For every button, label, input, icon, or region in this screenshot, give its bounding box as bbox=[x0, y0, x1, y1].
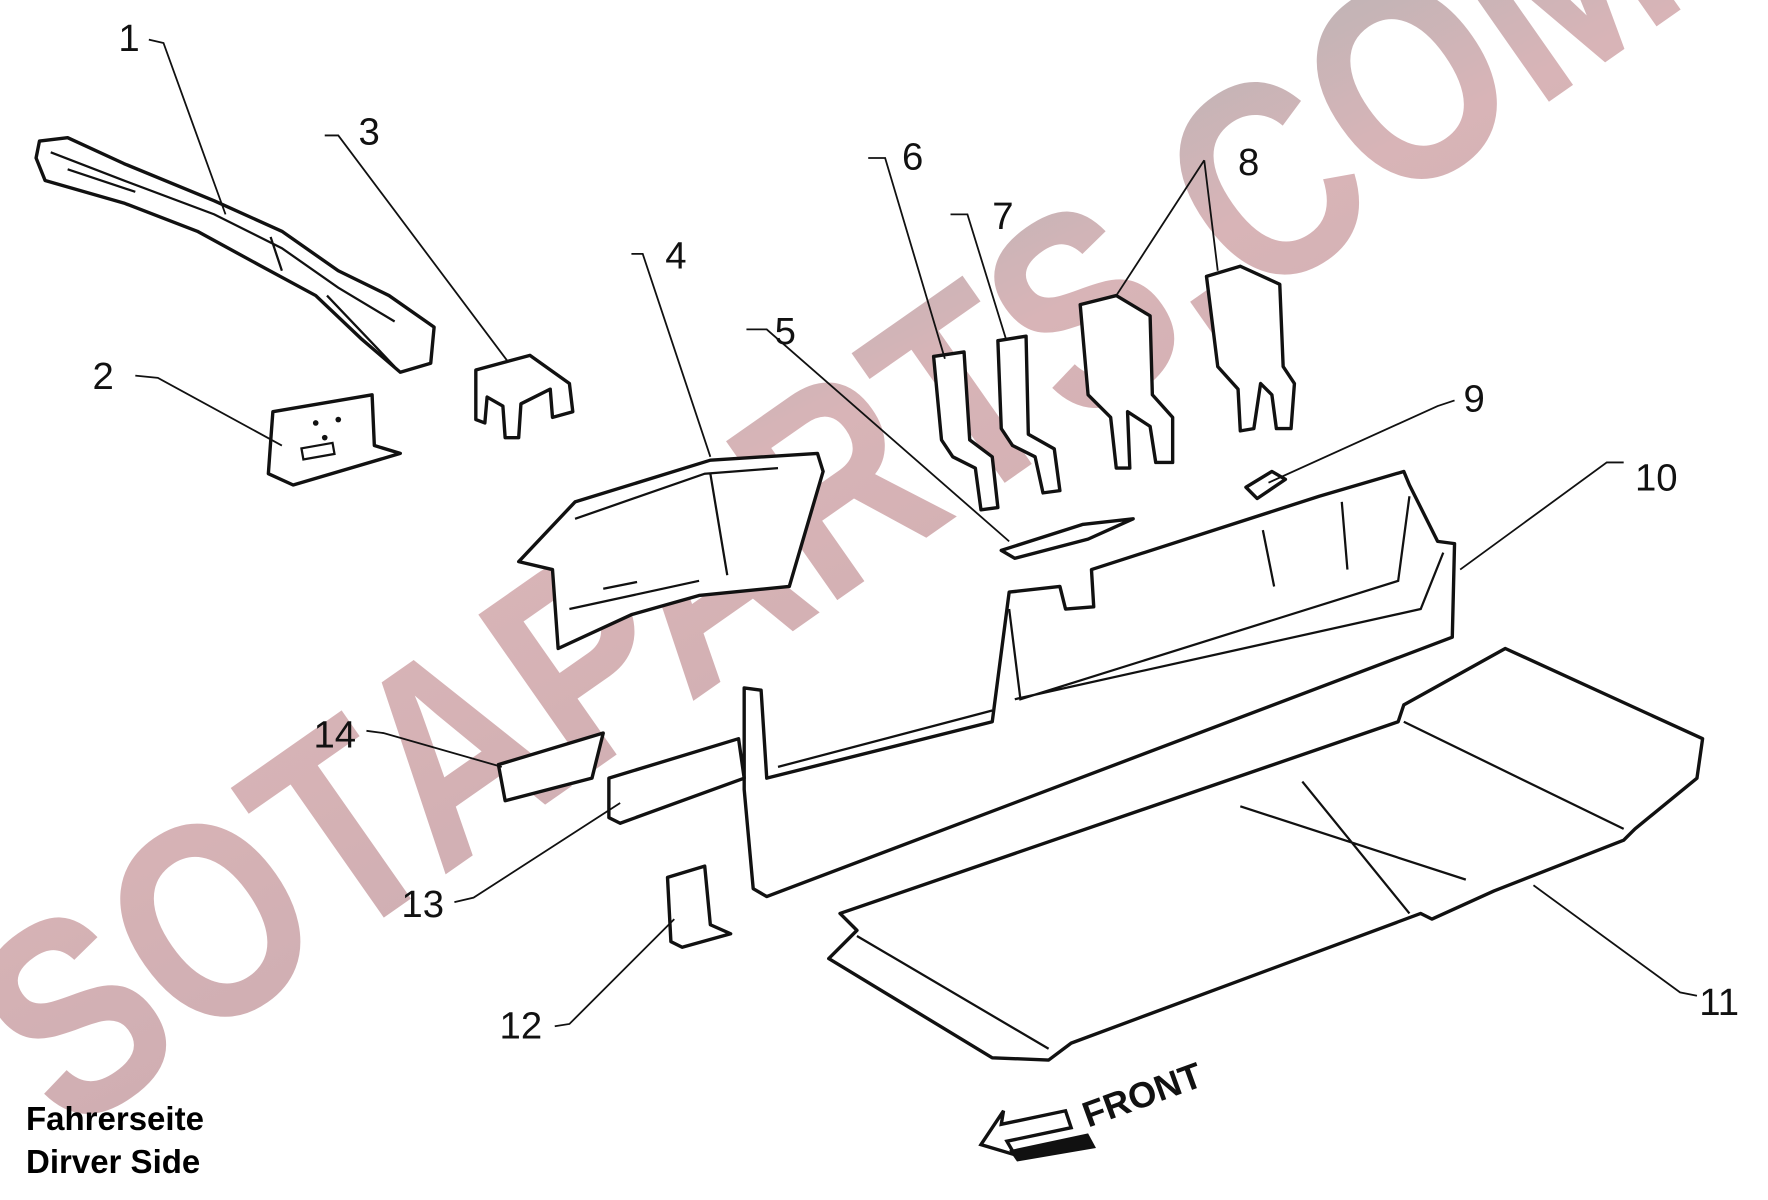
part-10-floor-frame bbox=[742, 469, 1457, 899]
part-4-panel bbox=[516, 451, 825, 651]
callout-5: 5 bbox=[775, 310, 796, 353]
callout-7: 7 bbox=[992, 195, 1013, 238]
callout-8: 8 bbox=[1238, 141, 1259, 184]
callout-3: 3 bbox=[359, 110, 380, 153]
part-9-plate bbox=[1244, 469, 1288, 501]
callout-10: 10 bbox=[1635, 457, 1678, 500]
callout-14: 14 bbox=[313, 714, 356, 757]
part-2-bracket bbox=[266, 393, 402, 487]
leader-lines bbox=[135, 38, 1698, 1028]
part-6-bracket bbox=[931, 350, 1000, 512]
callout-12: 12 bbox=[500, 1005, 543, 1048]
callout-13: 13 bbox=[401, 883, 444, 926]
side-label-english: Dirver Side bbox=[26, 1143, 201, 1180]
callout-1: 1 bbox=[118, 17, 139, 60]
front-label: FRONT bbox=[1077, 1054, 1208, 1135]
callout-4: 4 bbox=[665, 234, 686, 277]
part-11-floor-pan bbox=[827, 646, 1705, 1062]
part-5-strip bbox=[999, 517, 1135, 560]
part-12-gusset bbox=[665, 864, 733, 949]
side-label-german: Fahrerseite bbox=[26, 1100, 204, 1137]
callout-9: 9 bbox=[1464, 378, 1485, 421]
part-14-plate bbox=[496, 731, 605, 803]
part-7-bracket bbox=[996, 334, 1062, 495]
callout-2: 2 bbox=[92, 355, 113, 398]
part-8-brackets bbox=[1078, 264, 1297, 470]
watermark: SOTAPARTS.COM bbox=[0, 0, 1728, 1188]
callout-6: 6 bbox=[902, 135, 923, 178]
callout-11: 11 bbox=[1699, 981, 1739, 1024]
part-3-bracket bbox=[474, 353, 575, 440]
part-1-frame-rail bbox=[34, 136, 436, 374]
front-direction-indicator: FRONT bbox=[978, 1054, 1208, 1162]
